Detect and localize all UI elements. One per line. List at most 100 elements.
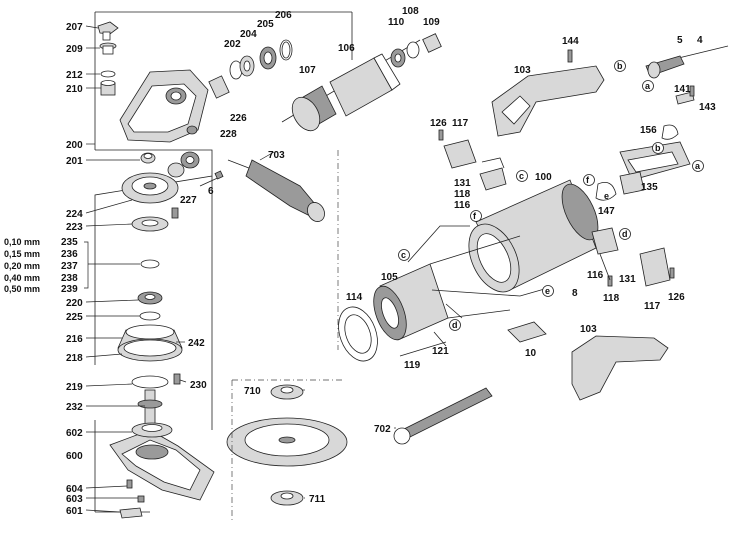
label-600: 600 — [66, 451, 83, 462]
label-117-right: 117 — [644, 301, 661, 312]
label-210: 210 — [66, 84, 83, 95]
label-223: 223 — [66, 222, 83, 233]
connector-letters: b a b a c c d d f f e e — [401, 61, 701, 330]
label-103-top: 103 — [514, 65, 531, 76]
cap-147 — [595, 181, 617, 201]
label-200: 200 — [66, 140, 83, 151]
auxiliary-handle-703 — [227, 159, 325, 222]
label-205: 205 — [257, 19, 274, 30]
label-207: 207 — [66, 22, 83, 33]
screw-6 — [199, 170, 224, 187]
label-219: 219 — [66, 382, 83, 393]
label-601: 601 — [66, 506, 83, 517]
screw-126-top — [438, 129, 444, 141]
screw-144 — [567, 49, 573, 63]
label-141: 141 — [674, 84, 691, 95]
screw-604 — [126, 479, 133, 489]
label-710: 710 — [244, 386, 261, 397]
connector-f-housing: f — [473, 211, 477, 221]
motor-housing-100 — [468, 179, 599, 293]
label-143: 143 — [699, 102, 716, 113]
ring-212 — [100, 70, 116, 78]
connector-c-top: c — [519, 171, 524, 181]
label-108: 108 — [402, 6, 419, 17]
guard-600 — [109, 429, 215, 501]
label-5: 5 — [677, 35, 683, 46]
label-4: 4 — [697, 35, 703, 46]
connector-f-switch: f — [586, 175, 590, 185]
label-107: 107 — [299, 65, 316, 76]
label-227: 227 — [180, 195, 197, 206]
stator-105 — [373, 235, 521, 341]
label-212: 212 — [66, 70, 83, 81]
label-100: 100 — [535, 172, 552, 183]
label-126-top: 126 — [430, 118, 447, 129]
label-703: 703 — [268, 150, 285, 161]
connector-a-top: a — [645, 81, 651, 91]
clamp-141 — [675, 91, 695, 105]
label-116-right: 116 — [587, 270, 604, 281]
spindle-lock-button-207 — [97, 21, 119, 41]
nut-603 — [137, 495, 145, 503]
label-118-right: 118 — [603, 293, 620, 304]
needle-bearing-226 — [208, 75, 230, 99]
flange-710 — [270, 384, 304, 400]
label-220: 220 — [66, 298, 83, 309]
crown-gear-224-area — [121, 172, 179, 204]
label-106: 106 — [338, 43, 355, 54]
lever-601 — [119, 507, 143, 519]
screw-121 — [433, 331, 447, 347]
label-204: 204 — [240, 29, 257, 40]
fan-107 — [291, 96, 321, 132]
ring-225 — [139, 311, 161, 321]
part-number-labels: 207 209 212 210 200 201 202 204 205 206 … — [4, 6, 716, 517]
shim-239-thickness: 0,50 mm — [4, 284, 40, 294]
brush-holder-131-right — [591, 227, 619, 255]
label-109: 109 — [423, 17, 440, 28]
bushing-210 — [100, 80, 116, 96]
label-118-top: 118 — [454, 189, 471, 200]
support-plate-223 — [131, 207, 179, 232]
leader-lines — [84, 25, 396, 513]
shim-235-239 — [140, 259, 160, 269]
bearing-110 — [390, 48, 406, 68]
connector-e-cap: e — [604, 191, 609, 201]
label-237: 237 — [61, 261, 78, 272]
cable-sleeve-5 — [645, 55, 685, 79]
label-206: 206 — [275, 10, 292, 21]
connector-d-stator: d — [452, 320, 458, 330]
connector-c-stator: c — [401, 250, 406, 260]
bearing-cup-109 — [422, 33, 442, 53]
label-156: 156 — [640, 125, 657, 136]
label-232: 232 — [66, 402, 83, 413]
label-110: 110 — [388, 17, 405, 28]
grinding-disc — [226, 417, 348, 467]
connector-d-right: d — [622, 229, 628, 239]
label-117-top: 117 — [452, 118, 469, 129]
label-235: 235 — [61, 237, 78, 248]
label-116-top: 116 — [454, 200, 471, 211]
label-228: 228 — [220, 129, 237, 140]
label-604: 604 — [66, 484, 83, 495]
ring-206 — [279, 39, 293, 61]
spindle-232 — [137, 389, 163, 427]
cover-156 — [661, 124, 679, 140]
seal-242 — [123, 339, 177, 357]
shim-238-thickness: 0,40 mm — [4, 273, 40, 283]
pad-10 — [507, 321, 547, 343]
shim-237-thickness: 0,20 mm — [4, 261, 40, 271]
label-6: 6 — [208, 186, 214, 197]
ring-108 — [406, 41, 420, 59]
label-119: 119 — [404, 360, 421, 371]
label-147: 147 — [598, 206, 615, 217]
screw-118-right — [607, 275, 613, 287]
label-144: 144 — [562, 36, 579, 47]
label-702: 702 — [374, 424, 391, 435]
brush-cap-117-right — [639, 247, 671, 287]
washer-204 — [239, 55, 255, 77]
label-126-right: 126 — [668, 292, 685, 303]
connector-markers — [398, 60, 704, 331]
spanner-702 — [393, 387, 493, 445]
gear-head-group-frame — [94, 11, 353, 513]
label-602: 602 — [66, 428, 83, 439]
